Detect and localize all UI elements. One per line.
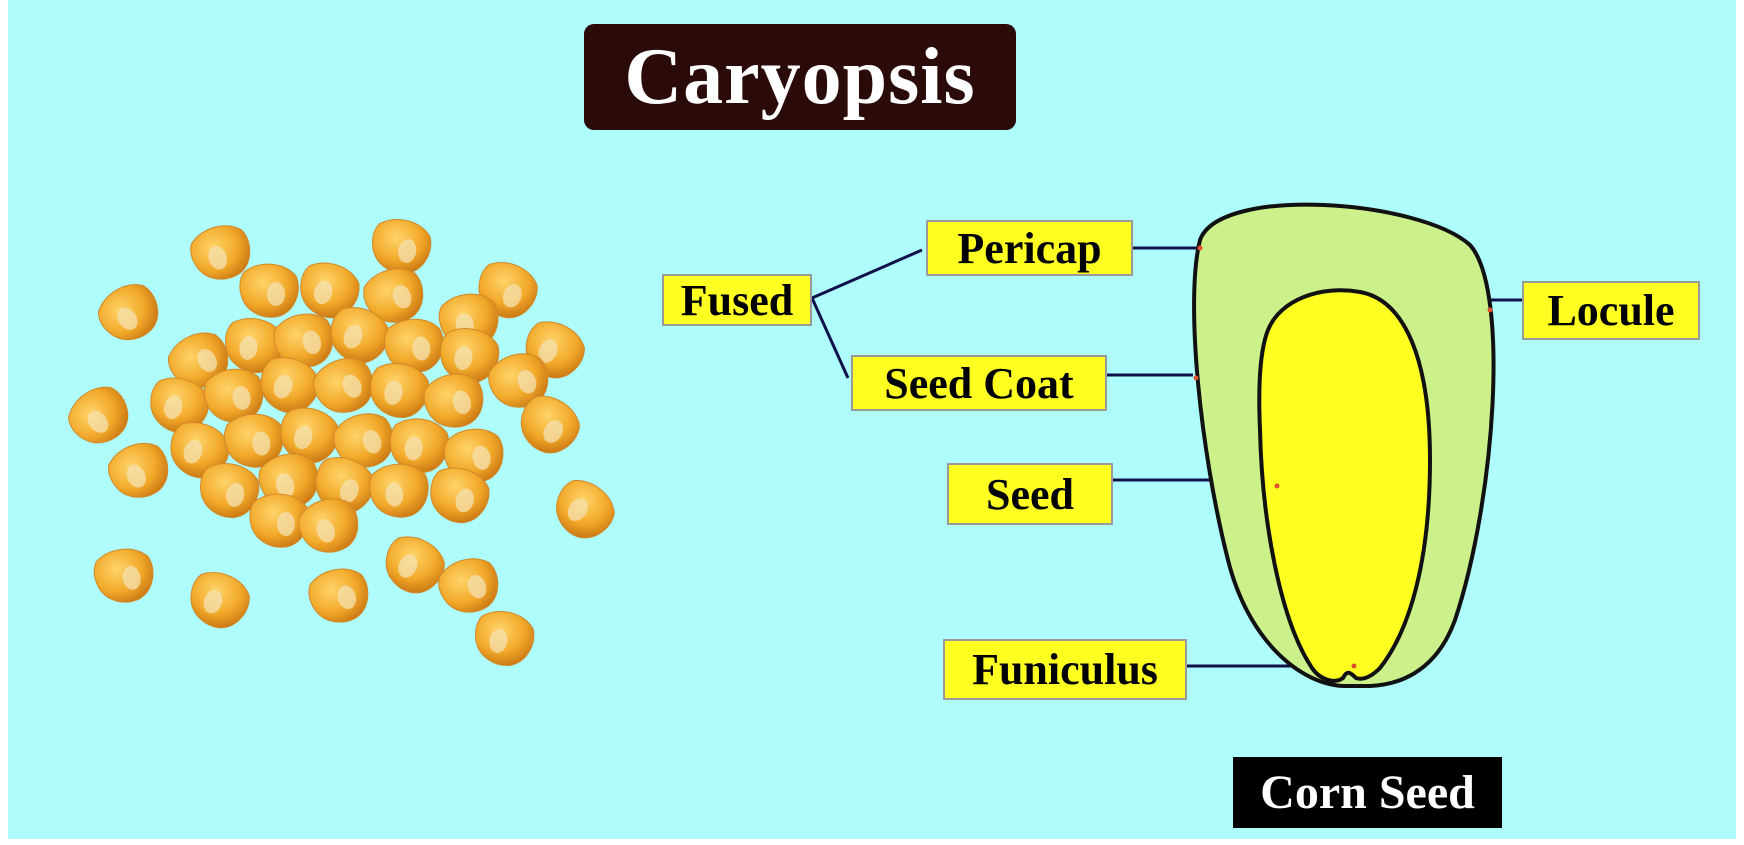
label-seed: Seed: [947, 463, 1113, 525]
corn-kernel: [368, 462, 431, 520]
corn-kernel: [545, 471, 623, 548]
label-seed-coat: Seed Coat: [851, 355, 1107, 411]
corn-kernel: [91, 545, 158, 607]
corn-kernel: [60, 377, 139, 455]
fused-to-pericap-line: [812, 250, 922, 298]
caption-corn-seed: Corn Seed: [1233, 757, 1502, 828]
corn-kernel: [182, 565, 255, 635]
fused-to-seedcoat-line: [812, 298, 848, 378]
label-fused: Fused: [662, 274, 812, 326]
corn-kernel: [471, 607, 538, 669]
corn-kernel: [304, 563, 374, 629]
label-locule: Locule: [1522, 281, 1700, 340]
page-title: Caryopsis: [584, 24, 1016, 130]
corn-kernel: [90, 275, 168, 352]
label-funiculus: Funiculus: [943, 639, 1187, 700]
corn-kernels-photo: [60, 215, 623, 669]
label-pericap: Pericap: [926, 220, 1133, 276]
corn-kernel: [102, 435, 177, 508]
corn-kernel: [240, 264, 298, 317]
